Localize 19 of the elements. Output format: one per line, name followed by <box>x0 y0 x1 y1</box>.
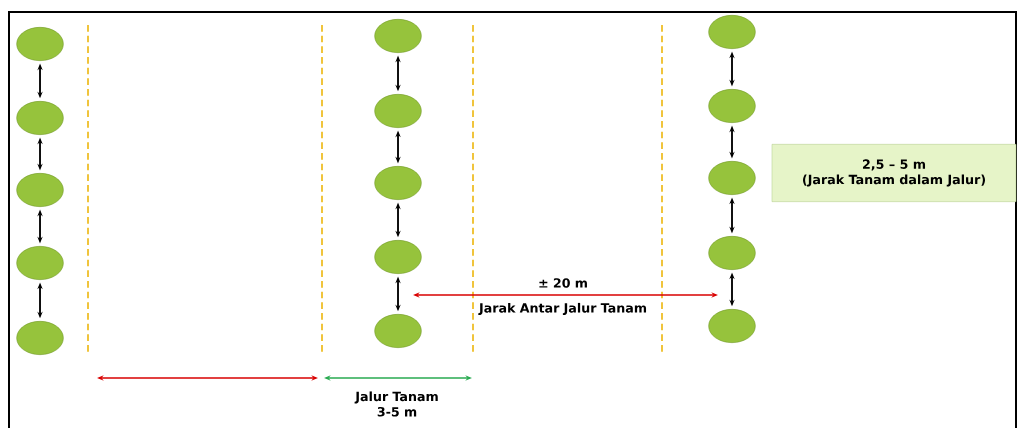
tree-symbol <box>374 314 422 348</box>
dimension-label: Jarak Antar Jalur Tanam <box>478 302 647 316</box>
tree-symbol <box>708 309 756 343</box>
tree-symbol <box>374 94 422 128</box>
tree-symbol <box>374 19 422 53</box>
note-box: 2,5 – 5 m (Jarak Tanam dalam Jalur) <box>771 144 1017 202</box>
tree-symbol <box>16 27 64 61</box>
tree-symbol <box>374 166 422 200</box>
tree-symbol <box>708 89 756 123</box>
dimension-label: ± 20 m <box>539 278 587 288</box>
tree-symbol <box>374 240 422 274</box>
tree-symbol <box>708 161 756 195</box>
tree-symbol <box>16 321 64 355</box>
tree-symbol <box>708 236 756 270</box>
dimension-label: Jalur Tanam 3-5 m <box>354 391 438 417</box>
tree-symbol <box>16 101 64 135</box>
tree-symbol <box>708 15 756 49</box>
tree-symbol <box>16 246 64 280</box>
tree-symbol <box>16 173 64 207</box>
